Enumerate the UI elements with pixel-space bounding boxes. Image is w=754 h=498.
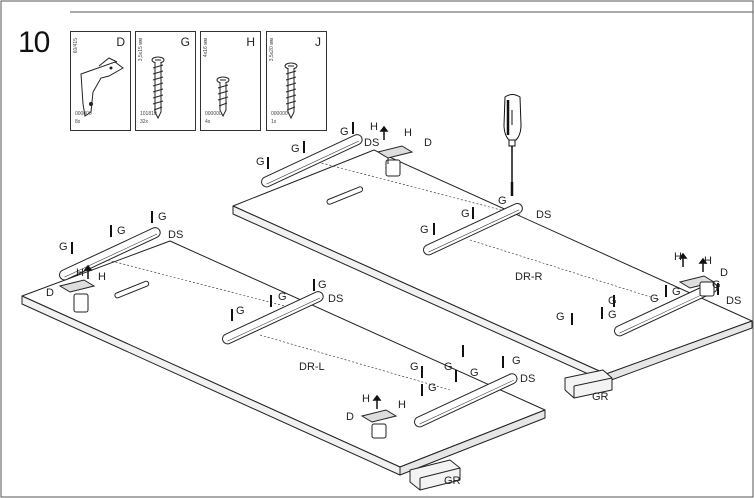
label-h: H [404,127,412,139]
label-ds: DS [364,137,380,149]
label-g: G [158,211,167,223]
label-g: G [556,311,565,323]
step-number: 10 [18,26,50,59]
label-ds: DS [520,373,536,385]
label-g: G [291,143,300,155]
label-g: G [444,361,453,373]
label-g: G [236,305,245,317]
label-panel-dr-l: DR-L [299,361,325,373]
part-qty: 32x [140,119,149,125]
label-g: G [650,293,659,305]
label-g: G [256,156,265,168]
label-ds: DS [328,293,344,305]
screws-g [71,122,719,396]
label-g: G [512,355,521,367]
rail-strips [59,134,718,428]
label-panel-dr-r: DR-R [515,271,543,283]
label-g: G [672,286,681,298]
part-letter: D [116,35,125,49]
label-d: D [720,267,728,279]
label-h: H [370,121,378,133]
label-g: G [461,208,470,220]
long-screw-icon [151,56,165,120]
label-ds: DS [168,229,184,241]
label-g: G [712,279,721,291]
label-g: G [318,279,327,291]
part-box-g: G 3,5x15 мм 101810 32x [135,31,196,131]
label-d: D [424,137,432,149]
label-g: G [428,382,437,394]
label-gr: GR [444,475,461,487]
label-g: G [278,291,287,303]
label-g: G [410,361,419,373]
part-qty: 1x [271,119,277,125]
hinge-icon [80,57,124,117]
part-box-h: H 4x16 мм 000000 4x [200,31,261,131]
label-h: H [398,399,406,411]
label-g: G [498,195,507,207]
part-qty: 4x [205,119,211,125]
label-gr: GR [592,391,609,403]
label-ds: DS [726,295,742,307]
part-code: 101810 [140,111,157,117]
part-box-j: J 3,5x20 мм 000000 1x [266,31,327,131]
label-g: G [608,309,617,321]
label-ds: DS [536,209,552,221]
label-g: G [608,295,617,307]
label-g: G [470,367,479,379]
label-d: D [346,411,354,423]
label-g: G [420,224,429,236]
label-d: D [46,287,54,299]
part-box-d: D 60/415 000000 8x [70,31,131,131]
medium-screw-icon [284,62,298,120]
part-qty: 8x [75,119,81,125]
label-g: G [340,126,349,138]
part-letter: H [246,35,255,49]
panel-dr-l [21,240,546,491]
label-g: G [117,225,126,237]
part-letter: G [180,35,190,49]
panel-dr-r [232,149,753,399]
label-h: H [362,393,370,405]
hinges [58,145,716,439]
label-h: H [674,251,682,263]
label-g: G [59,241,68,253]
part-code: 000000 [271,111,288,117]
label-h: H [76,267,84,279]
part-code: 000000 [75,111,92,117]
part-letter: J [315,35,321,49]
short-screw-icon [216,76,230,118]
screwdriver-icon [503,94,522,196]
screws-h [83,125,708,409]
label-h: H [704,255,712,267]
part-code: 000000 [205,111,222,117]
label-h: H [98,271,106,283]
